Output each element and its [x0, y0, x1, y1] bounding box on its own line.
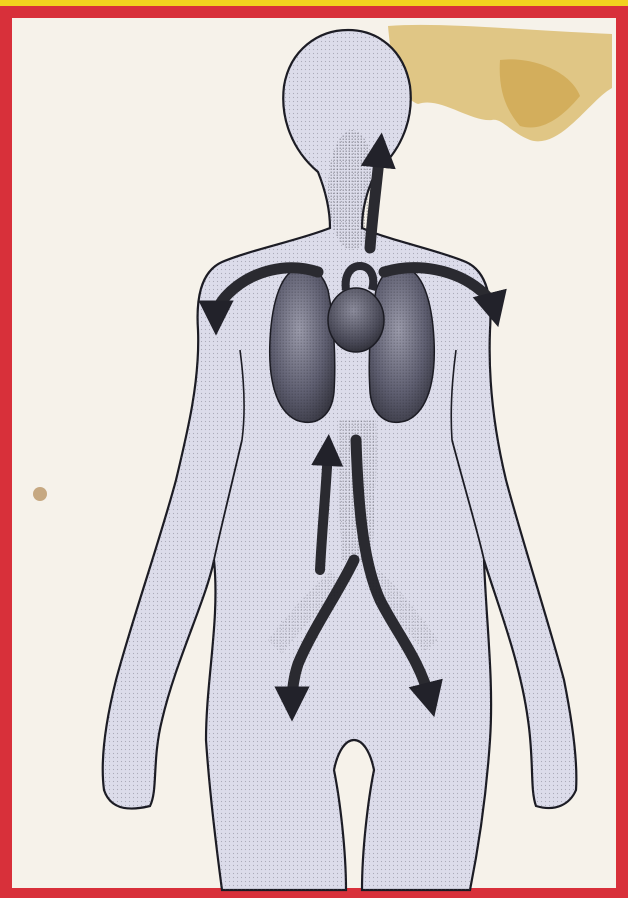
right-lung-texture [369, 268, 434, 423]
top-strip [0, 0, 628, 6]
heart-texture [328, 288, 384, 352]
left-lung-texture [270, 268, 335, 423]
paper-spot [33, 487, 47, 501]
